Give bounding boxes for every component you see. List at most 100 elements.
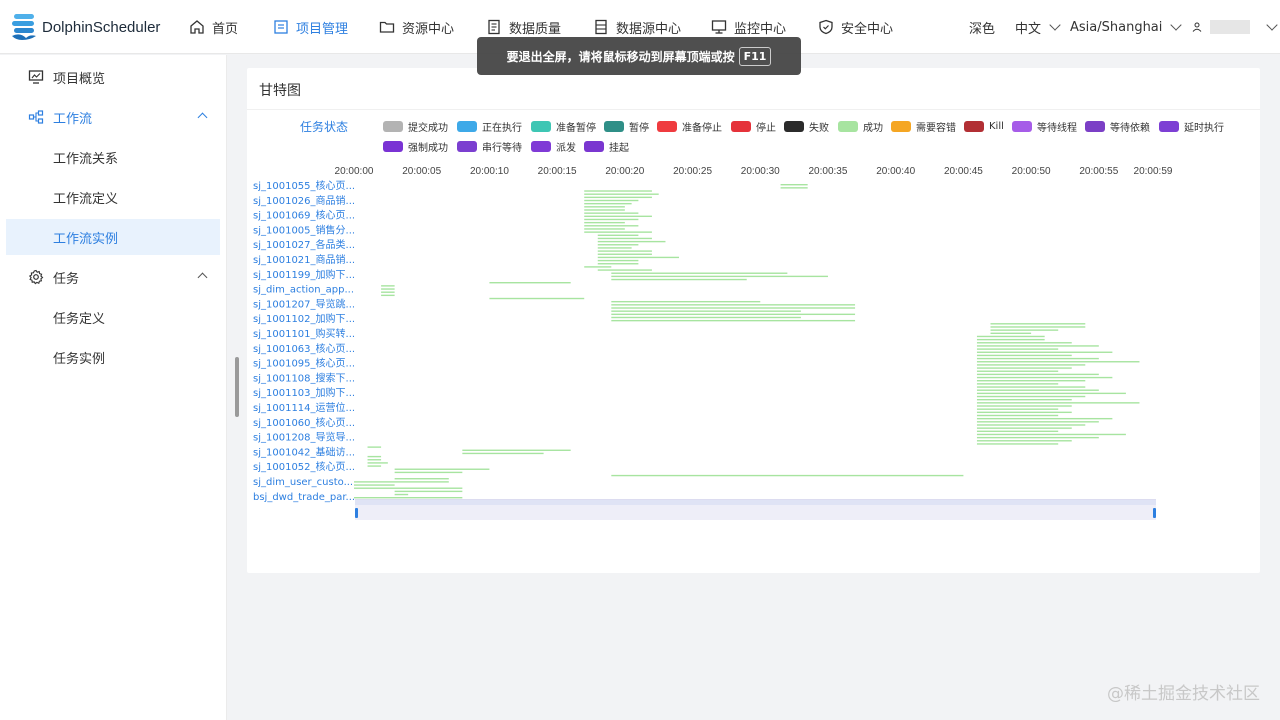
nav-resource[interactable]: 资源中心 [379,0,454,54]
gantt-row-label[interactable]: sj_1001207_导览跳... [253,297,355,310]
gantt-task-bar[interactable] [976,427,1072,429]
gantt-task-bar[interactable] [990,326,1086,328]
gantt-task-bar[interactable] [780,184,808,186]
legend-item[interactable]: 强制成功 [383,139,448,154]
gantt-task-bar[interactable] [489,282,571,284]
gantt-task-bar[interactable] [394,493,409,496]
gantt-task-bar[interactable] [976,338,1045,341]
legend-item[interactable]: 串行等待 [457,139,522,154]
gantt-task-bar[interactable] [976,376,1113,379]
gantt-task-bar[interactable] [976,348,1059,350]
gantt-task-bar[interactable] [976,433,1126,436]
gantt-task-bar[interactable] [976,421,1099,423]
gantt-task-bar[interactable] [976,395,1086,398]
gantt-task-bar[interactable] [381,291,395,293]
gantt-task-bar[interactable] [394,468,490,470]
gantt-task-bar[interactable] [394,478,449,480]
gantt-row-label[interactable]: sj_1001060_核心页... [253,416,355,429]
sidebar-item-workflow[interactable]: 工作流 [6,99,220,135]
legend-item[interactable]: 失败 [784,119,829,134]
gantt-row-label[interactable]: sj_1001114_运营位... [253,401,355,414]
gantt-task-bar[interactable] [584,266,612,268]
legend-item[interactable]: 成功 [838,119,883,134]
gantt-row-label[interactable]: sj_1001027_各品类... [253,238,355,251]
gantt-task-bar[interactable] [976,436,1099,439]
nav-home[interactable]: 首页 [189,0,238,54]
gantt-task-bar[interactable] [990,332,1032,334]
gantt-task-bar[interactable] [597,244,639,246]
gantt-task-bar[interactable] [611,310,801,312]
gantt-task-bar[interactable] [354,481,449,483]
gantt-task-bar[interactable] [611,316,801,319]
gantt-row-label[interactable]: sj_1001063_核心页... [253,342,355,355]
sidebar-item-task[interactable]: 任务 [6,259,220,295]
gantt-task-bar[interactable] [584,221,625,224]
gantt-task-bar[interactable] [611,275,828,278]
gantt-task-bar[interactable] [976,405,1072,407]
legend-item[interactable]: 需要容错 [891,119,956,134]
gantt-task-bar[interactable] [976,414,1059,417]
gantt-row-label[interactable]: sj_1001199_加购下... [253,268,355,281]
gantt-row-label[interactable]: sj_dim_user_custo... [253,477,353,488]
nav-project[interactable]: 项目管理 [273,0,348,54]
legend-item[interactable]: 等待依赖 [1085,119,1150,134]
gantt-task-bar[interactable] [367,459,382,461]
gantt-task-bar[interactable] [584,196,652,199]
legend-item[interactable]: Kill [964,119,1004,133]
gantt-row-label[interactable]: sj_1001069_核心页... [253,209,355,222]
legend-item[interactable]: 准备停止 [657,119,722,134]
gantt-task-bar[interactable] [611,319,856,322]
gantt-task-bar[interactable] [584,199,639,202]
gantt-task-bar[interactable] [354,497,463,499]
gantt-row-label[interactable]: sj_1001021_商品销... [253,253,355,266]
sidebar-item-workflow-relation[interactable]: 工作流关系 [6,139,220,175]
gantt-row-label[interactable]: sj_1001101_购买转... [253,327,355,340]
gantt-task-bar[interactable] [462,449,571,451]
gantt-task-bar[interactable] [976,351,1113,353]
gantt-task-bar[interactable] [976,383,1059,385]
gantt-task-bar[interactable] [597,269,652,271]
legend-item[interactable]: 延时执行 [1159,119,1224,134]
gantt-task-bar[interactable] [584,231,652,233]
gantt-zoom-slider[interactable] [355,499,1156,520]
gantt-task-bar[interactable] [611,304,856,306]
theme-toggle[interactable]: 深色 [969,0,995,54]
gantt-task-bar[interactable] [611,313,856,316]
gantt-task-bar[interactable] [976,354,1072,357]
gantt-task-bar[interactable] [381,288,395,290]
legend-item[interactable]: 正在执行 [457,119,522,134]
gantt-task-bar[interactable] [584,218,639,221]
gantt-task-bar[interactable] [367,465,382,467]
sidebar-item-task-instance[interactable]: 任务实例 [6,339,220,375]
sidebar-item-task-definition[interactable]: 任务定义 [6,299,220,335]
gantt-task-bar[interactable] [976,367,1072,369]
gantt-task-bar[interactable] [584,212,639,214]
gantt-task-bar[interactable] [611,300,761,303]
legend-item[interactable]: 暂停 [604,119,649,134]
sidebar-item-workflow-instance[interactable]: 工作流实例 [6,219,220,255]
gantt-task-bar[interactable] [976,411,1072,414]
language-select[interactable]: 中文 [1015,0,1061,54]
gantt-row-label[interactable]: sj_1001208_导览导... [253,431,355,444]
gantt-task-bar[interactable] [990,323,1086,325]
gantt-task-bar[interactable] [597,234,639,236]
gantt-task-bar[interactable] [597,250,652,252]
sidebar-item-project-overview[interactable]: 项目概览 [6,59,220,95]
legend-item[interactable]: 准备暂停 [531,119,596,134]
gantt-task-bar[interactable] [584,228,625,230]
gantt-task-bar[interactable] [394,490,463,493]
gantt-task-bar[interactable] [584,215,652,218]
user-menu[interactable] [1192,0,1278,54]
gantt-task-bar[interactable] [976,443,1059,445]
gantt-task-bar[interactable] [976,386,1086,388]
gantt-task-bar[interactable] [976,361,1140,363]
gantt-task-bar[interactable] [597,259,639,262]
sidebar-item-workflow-definition[interactable]: 工作流定义 [6,179,220,215]
gantt-task-bar[interactable] [597,237,652,240]
gantt-task-bar[interactable] [394,471,463,474]
legend-item[interactable]: 提交成功 [383,119,448,134]
gantt-row-label[interactable]: sj_1001005_销售分... [253,223,355,236]
gantt-task-bar[interactable] [584,209,625,211]
gantt-task-bar[interactable] [367,455,382,458]
gantt-task-bar[interactable] [976,357,1099,360]
